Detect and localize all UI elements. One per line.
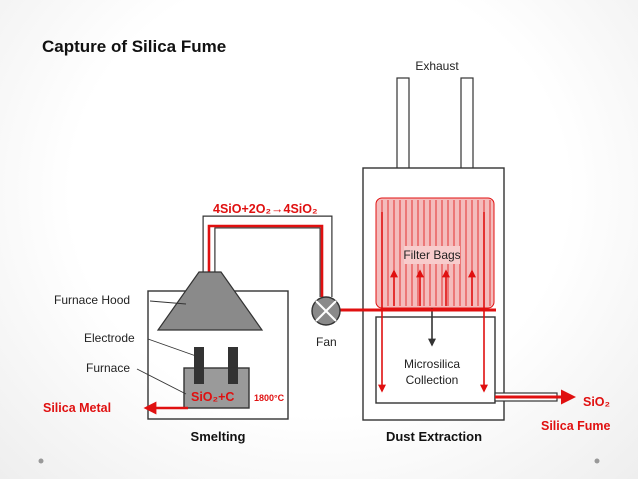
dust-extraction-caption: Dust Extraction <box>386 429 482 444</box>
electrode-leader <box>147 338 197 357</box>
electrode-right <box>228 347 238 384</box>
furnace-hood-label: Furnace Hood <box>54 293 130 307</box>
microsilica-collection-hopper <box>375 316 496 404</box>
silica-fume-label: Silica Fume <box>541 419 611 433</box>
fan-blade-2 <box>315 300 337 322</box>
fan: Fan <box>311 296 341 349</box>
filter-flow-arrows <box>378 212 488 393</box>
output-formula: SiO₂ <box>583 395 610 409</box>
exhaust-stack-right <box>460 77 474 171</box>
collection-label: Collection <box>406 373 459 387</box>
electrode-left <box>194 347 204 384</box>
electrode-label: Electrode <box>84 331 135 345</box>
furnace-temperature: 1800°C <box>254 393 285 403</box>
fan-label: Fan <box>316 335 337 349</box>
slide-dot-right <box>594 458 600 464</box>
furnace-label: Furnace <box>86 361 130 375</box>
furnace-leader <box>136 368 187 395</box>
electrode-left-immersed <box>194 368 204 384</box>
electrode-right-immersed <box>228 368 238 384</box>
smelting-caption: Smelting <box>191 429 246 444</box>
silica-metal-label: Silica Metal <box>43 401 111 415</box>
page-title: Capture of Silica Fume <box>42 37 226 56</box>
filter-bags-label: Filter Bags <box>403 248 460 262</box>
oxidation-reaction: 4SiO+2O₂→4SiO₂ <box>213 202 318 216</box>
exhaust-stack-left <box>396 77 410 171</box>
microsilica-label: Microsilica <box>404 357 460 371</box>
furnace-hood-leader <box>149 300 187 305</box>
slide-dot-left <box>38 458 44 464</box>
furnace-hood <box>156 271 264 331</box>
filter-bags-label-bg <box>404 246 460 264</box>
exhaust-label: Exhaust <box>415 59 459 73</box>
furnace-charge: SiO₂+C <box>191 390 234 404</box>
fume-duct-flow <box>207 224 324 297</box>
